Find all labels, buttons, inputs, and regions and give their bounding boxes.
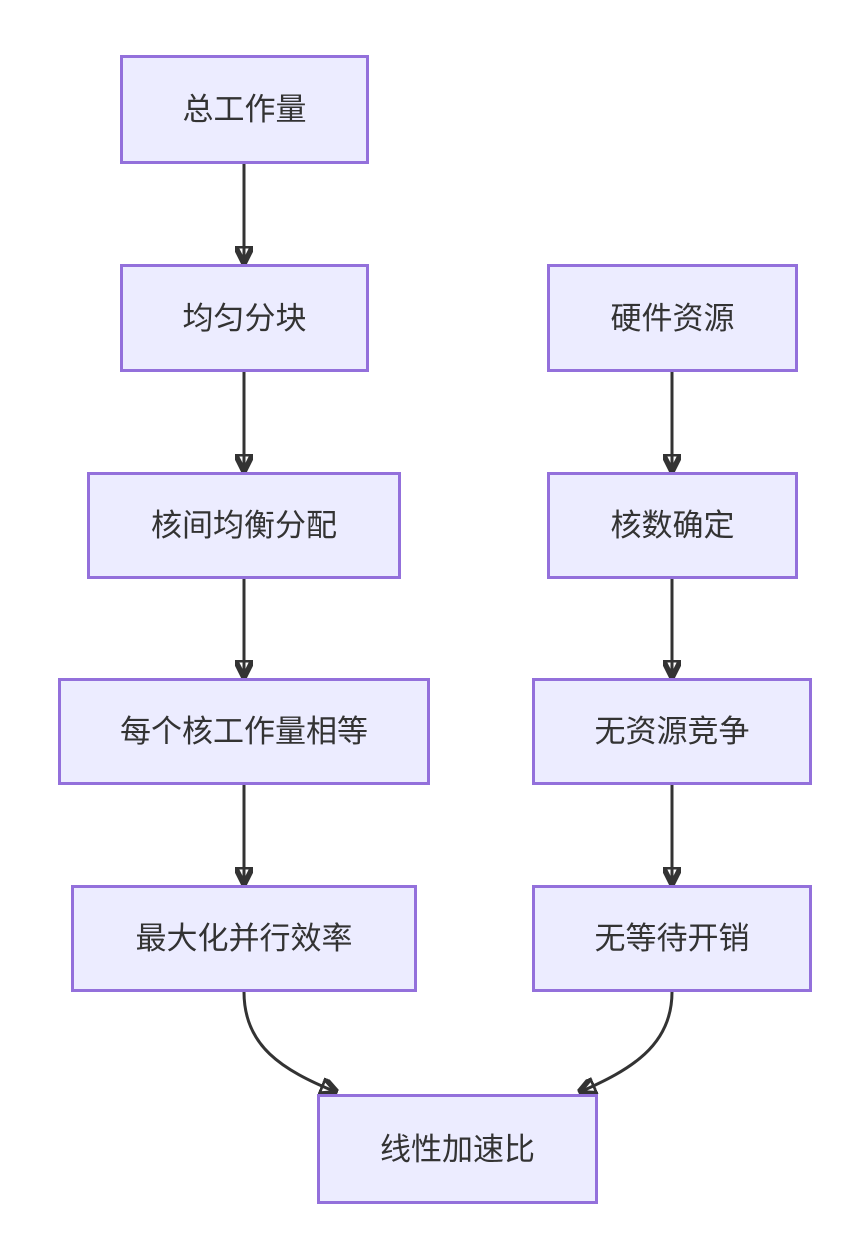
node-balanced-core-distribution: 核间均衡分配 — [87, 472, 401, 579]
node-hardware-resources: 硬件资源 — [547, 264, 798, 372]
node-no-wait-overhead: 无等待开销 — [532, 885, 812, 992]
node-core-count-fixed: 核数确定 — [547, 472, 798, 579]
node-total-workload: 总工作量 — [120, 55, 369, 164]
node-max-parallel-efficiency: 最大化并行效率 — [71, 885, 417, 992]
node-linear-speedup: 线性加速比 — [317, 1094, 598, 1204]
edge-efficiency-to-speedup — [242, 991, 336, 1092]
node-equal-workload-per-core: 每个核工作量相等 — [58, 678, 430, 785]
edge-no-wait-to-speedup — [580, 991, 674, 1092]
node-uniform-chunking: 均匀分块 — [120, 264, 369, 372]
node-no-resource-contention: 无资源竞争 — [532, 678, 812, 785]
